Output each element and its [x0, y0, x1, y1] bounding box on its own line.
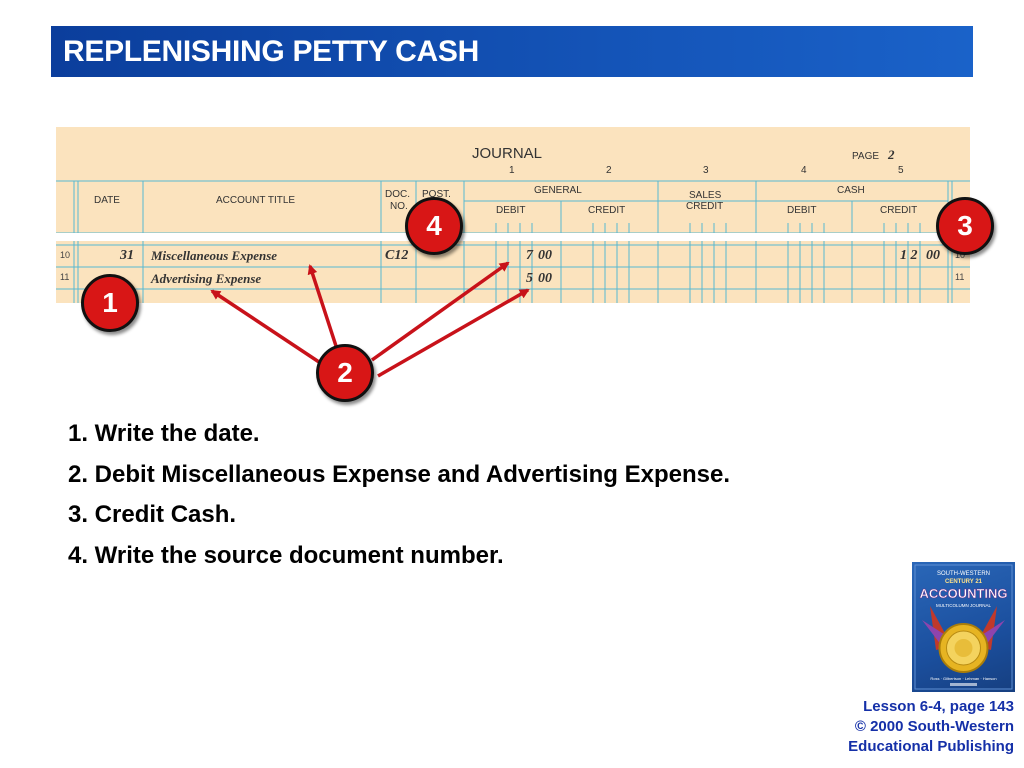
journal-title: JOURNAL	[472, 145, 543, 162]
step-item: 3. Credit Cash.	[68, 501, 237, 528]
line-number-right: 11	[955, 272, 965, 282]
step-item: 1. Write the date.	[68, 420, 260, 447]
arrow-to-debit-5	[377, 288, 530, 378]
line-number: 10	[60, 250, 71, 260]
page-number: 2	[888, 147, 895, 162]
callout-badge-3: 3	[936, 197, 994, 255]
entry-general-debit-cents: 00	[538, 271, 552, 286]
column-number-4: 4	[801, 165, 807, 176]
header-sales-credit-1: SALES	[689, 190, 722, 201]
entry-date: 31	[120, 248, 134, 263]
entry-general-debit: 5	[526, 271, 533, 286]
steps-list: 1. Write the date. 2. Debit Miscellaneou…	[68, 418, 730, 580]
cover-authors: Ross · Gilbertson · Lehman · Hanson	[930, 676, 996, 681]
footer-credit: Lesson 6-4, page 143 © 2000 South-Wester…	[848, 697, 1014, 757]
footer-lesson: Lesson 6-4, page 143	[863, 698, 1014, 715]
callout-number: 1	[102, 287, 118, 318]
textbook-cover: SOUTH-WESTERN CENTURY 21 ACCOUNTING MULT…	[912, 562, 1015, 692]
header-doc-no-2: NO.	[390, 201, 408, 212]
line-number-right: 10	[955, 250, 966, 260]
cover-series: CENTURY 21	[945, 579, 983, 585]
column-number-2: 2	[606, 165, 612, 176]
textbook-cover-art: SOUTH-WESTERN CENTURY 21 ACCOUNTING MULT…	[914, 564, 1013, 690]
entry-cash-credit-cents: 00	[926, 248, 940, 263]
cover-title: ACCOUNTING	[919, 586, 1007, 601]
header-general: GENERAL	[534, 185, 582, 196]
callout-badge-1: 1	[81, 274, 139, 332]
arrow-to-miscellaneous	[307, 264, 338, 347]
column-number-5: 5	[898, 165, 904, 176]
entry-general-debit: 7	[526, 248, 533, 263]
header-sales-credit-2: CREDIT	[686, 201, 724, 212]
slide-title: REPLENISHING PETTY CASH	[63, 35, 479, 68]
column-number-3: 3	[703, 165, 709, 176]
column-number-1: 1	[509, 165, 515, 176]
callout-badge-4: 4	[405, 197, 463, 255]
page-label: PAGE	[852, 151, 880, 162]
header-account-title: ACCOUNT TITLE	[216, 195, 296, 206]
callout-number: 2	[337, 357, 353, 388]
header-cash-debit: DEBIT	[787, 205, 817, 216]
header-general-debit: DEBIT	[496, 205, 526, 216]
entry-doc-no: C12	[385, 248, 409, 263]
step-item: 2. Debit Miscellaneous Expense and Adver…	[68, 460, 730, 488]
entry-account-title: Miscellaneous Expense	[151, 248, 278, 263]
callout-number: 3	[957, 210, 973, 241]
cover-publisher: SOUTH-WESTERN	[937, 571, 990, 577]
footer-publisher: Educational Publishing	[848, 738, 1014, 755]
journal-form: JOURNAL PAGE 2 1 2 3 4 5 DATE ACCOUNT TI…	[56, 127, 970, 303]
callout-badge-2: 2	[316, 344, 374, 402]
row-gap-highlight	[56, 233, 970, 241]
header-post-ref: POST.	[422, 189, 451, 200]
entry-general-debit-cents: 00	[538, 248, 552, 263]
line-number: 11	[60, 272, 70, 282]
callout-number: 4	[426, 210, 442, 241]
step-item: 4. Write the source document number.	[68, 541, 504, 569]
footer-copyright: © 2000 South-Western	[854, 718, 1014, 735]
entry-account-title: Advertising Expense	[151, 271, 262, 286]
header-general-credit: CREDIT	[588, 205, 626, 216]
header-date: DATE	[94, 195, 120, 206]
entry-cash-credit: 1 2	[900, 248, 918, 263]
header-cash: CASH	[837, 185, 865, 196]
title-bar: REPLENISHING PETTY CASH	[51, 26, 973, 77]
arrow-to-advertising	[210, 289, 323, 366]
header-doc-no-1: DOC.	[385, 189, 410, 200]
arrow-to-debit-7	[370, 261, 510, 362]
header-cash-credit: CREDIT	[880, 205, 918, 216]
cover-subtitle: MULTICOLUMN JOURNAL	[936, 603, 991, 608]
